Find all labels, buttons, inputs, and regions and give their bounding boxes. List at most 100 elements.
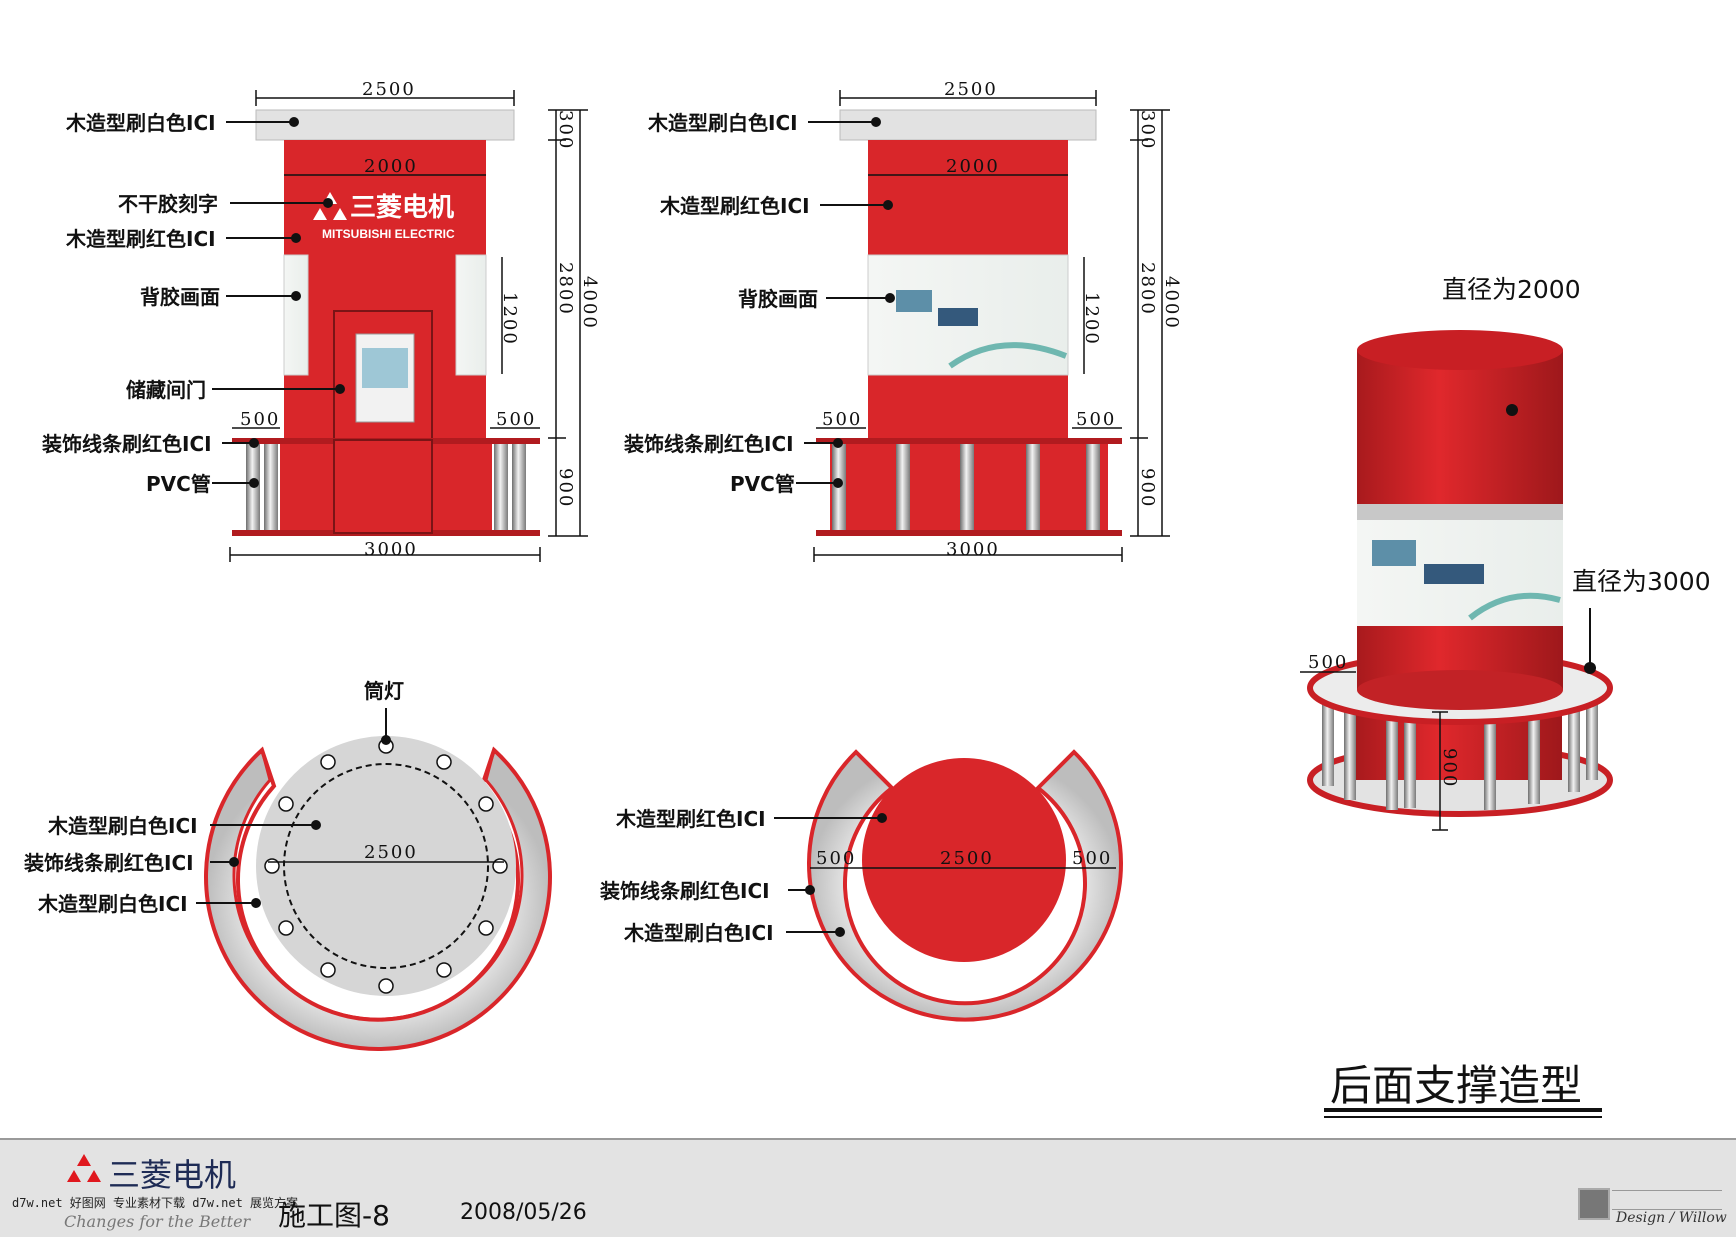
downlight-icon [320,754,336,770]
pvc-pipe [1086,444,1100,532]
label-back-glue-print: 背胶画面 [140,285,220,309]
brand-en: MITSUBISHI ELECTRIC [322,227,455,241]
side-print-right [455,254,487,376]
label-pvc-pipe: PVC管 [730,472,795,496]
footer-drawing-no: 施工图-8 [278,1199,390,1232]
dim-back-side-l: 500 [822,409,862,430]
designer-stamp-icon [1578,1188,1610,1220]
door-redraw [333,439,433,534]
footer-signature: Design / Willow [1616,1210,1727,1226]
label-white-wood: 木造型刷白色ICI [623,921,774,945]
dim-section-left: 500 [816,848,856,869]
dimension-lines [229,90,588,562]
dim-back-cap: 300 [1137,110,1158,150]
label-pvc-pipe: PVC管 [146,472,211,496]
label-no-glue-letters: 不干胶刻字 [118,192,218,216]
dim-front-top: 2500 [362,79,416,100]
pvc-pipe [1386,712,1398,810]
dim-back-column-h: 2800 [1137,262,1158,316]
downlight-icon [264,858,280,874]
door-poster-image [362,348,408,388]
diamond-logo-icon [67,1154,101,1182]
footer-bar: 三菱电机 d7w.net 好图网 专业素材下载 d7w.net 展览方案 Cha… [0,1138,1736,1237]
pvc-pipe [896,444,910,532]
isometric-view: 500 900 直径为2000 直径为3000 [1300,275,1711,831]
side-print-left [283,254,309,376]
label-white-wood: 木造型刷白色ICI [37,892,188,916]
dim-back-base-h: 900 [1137,468,1158,508]
pvc-pipe [1404,716,1416,808]
iso-column-top [1357,330,1563,370]
label-deco-strip: 装饰线条刷红色ICI [599,879,770,903]
downlight-icon [492,858,508,874]
label-red-wood: 木造型刷红色ICI [65,227,216,251]
title-underline [1324,1108,1602,1112]
dim-front-side-l: 500 [240,409,280,430]
pvc-pipe [1026,444,1040,532]
dim-front-total: 4000 [579,276,600,330]
dim-front-print: 1200 [499,292,520,346]
print-machine [938,308,978,326]
downlights [264,738,508,994]
title-underline [1324,1116,1602,1118]
dim-section-center: 2500 [940,848,994,869]
pvc-pipe [1344,706,1356,800]
brand-logo: 三菱电机 MITSUBISHI ELECTRIC [313,192,455,241]
print-machine [1424,564,1484,584]
downlight-icon [478,920,494,936]
footer-watermark: d7w.net 好图网 专业素材下载 d7w.net 展览方案 [12,1196,299,1210]
pvc-pipe [1568,706,1580,792]
drawing-title: 后面支撑造型 [1324,1061,1602,1118]
footer-brand-cn: 三菱电机 [108,1156,237,1194]
section-outer-ring [807,749,1123,1022]
front-elevation: 三菱电机 MITSUBISHI ELECTRIC [41,79,600,562]
dim-back-total: 4000 [1161,276,1182,330]
diamond-logo-icon [313,192,347,220]
pvc-pipe [1322,700,1334,786]
iso-column-upper [1357,350,1563,514]
print-swoosh [1468,592,1561,621]
print-machine [1372,540,1416,566]
iso-diameter-3000: 直径为3000 [1572,567,1711,596]
iso-diameter-2000: 直径为2000 [1442,275,1581,304]
pvc-pipe [494,444,508,532]
dim-back-column: 2000 [946,156,1000,177]
label-red-wood: 木造型刷红色ICI [659,194,810,218]
pvc-pipe [246,444,260,532]
plan-white-top [256,736,516,996]
pvc-pipe [832,444,846,532]
plan-view-top: 2500 筒灯 木造型刷白色ICI 装饰线条刷红色ICI 木造型刷白色ICI [23,679,552,1051]
downlight-icon [478,796,494,812]
label-deco-strip: 装饰线条刷红色ICI [23,851,194,875]
label-deco-strip: 装饰线条刷红色ICI [41,432,212,456]
label-downlight: 筒灯 [364,679,404,703]
footer-date: 2008/05/26 [460,1200,587,1225]
base-plinth [816,530,1122,536]
dimension-lines [813,90,1170,562]
downlight-icon [436,962,452,978]
dim-front-base: 3000 [364,539,418,560]
iso-column-foot [1357,670,1563,710]
downlight-ring [283,763,489,969]
title-text: 后面支撑造型 [1330,1061,1582,1110]
base-deco-strip [816,438,1122,444]
dim-back-base: 3000 [946,539,1000,560]
pvc-pipe [1586,700,1598,780]
dim-front-cap: 300 [555,110,576,150]
pvc-pipe [1528,712,1540,804]
dim-back-top: 2500 [944,79,998,100]
dim-front-base-h: 900 [555,468,576,508]
dim-back-side-r: 500 [1076,409,1116,430]
label-white-wood: 木造型刷白色ICI [47,814,198,838]
brand-cn: 三菱电机 [350,193,454,223]
dim-iso-base-h: 900 [1439,748,1460,788]
dim-iso-ring: 500 [1308,652,1348,673]
downlight-icon [278,796,294,812]
dim-back-print: 1200 [1081,292,1102,346]
white-cap [255,109,515,141]
print-swoosh [948,342,1068,369]
downlight-icon [378,978,394,994]
pvc-pipe [1484,716,1496,810]
label-deco-strip: 装饰线条刷红色ICI [623,432,794,456]
plan-view-section: 500 2500 500 木造型刷红色ICI 装饰线条刷红色ICI 木造型刷白色… [599,749,1123,1022]
